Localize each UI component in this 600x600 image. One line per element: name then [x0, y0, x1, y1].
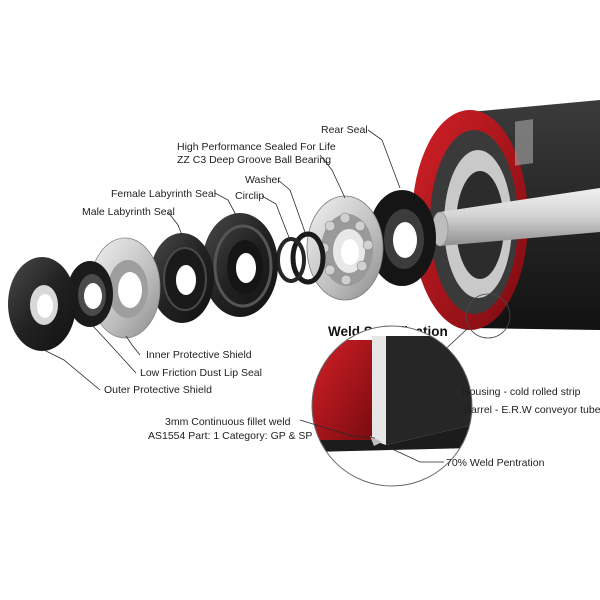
label-dust-lip-seal: Low Friction Dust Lip Seal — [140, 367, 262, 379]
leader-barrel — [429, 409, 462, 413]
label-bearing-line1: High Performance Sealed For Life — [177, 141, 336, 153]
leader-lines — [43, 129, 401, 391]
shaft — [431, 119, 600, 247]
rear-seal-part — [368, 190, 436, 286]
label-circlip: Circlip — [235, 190, 264, 202]
leader-fillet — [299, 419, 376, 439]
label-bearing-line2: ZZ C3 Deep Groove Ball Bearing — [177, 154, 331, 166]
label-weld-penetration: 70% Weld Pentration — [446, 457, 545, 469]
label-washer: Washer — [245, 174, 281, 186]
circlip-part — [276, 237, 306, 283]
label-rear-seal: Rear Seal — [321, 124, 368, 136]
label-fillet-line1: 3mm Continuous fillet weld — [165, 416, 291, 428]
label-barrel: Barrel - E.R.W conveyor tube — [464, 404, 600, 416]
outer-protective-shield-part — [8, 257, 76, 351]
female-labyrinth-seal-part — [202, 213, 278, 317]
weld-detail: Weld Specification Housing - cold rolled… — [148, 293, 600, 487]
label-fillet-line2: AS1554 Part: 1 Category: GP & SP — [148, 430, 312, 442]
male-labyrinth-seal-part — [150, 233, 214, 323]
ball-bearing-part — [306, 195, 384, 301]
washer-part — [290, 231, 326, 285]
label-female-labyrinth-seal: Female Labyrinth Seal — [111, 188, 216, 200]
label-housing: Housing - cold rolled strip — [462, 386, 581, 398]
detail-source-circle — [465, 293, 511, 339]
leader-housing — [392, 389, 461, 393]
label-inner-protective-shield: Inner Protective Shield — [146, 349, 252, 361]
label-outer-protective-shield: Outer Protective Shield — [104, 384, 212, 396]
label-male-labyrinth-seal: Male Labyrinth Seal — [82, 206, 175, 218]
weld-magnified-view — [312, 326, 472, 486]
leader-penetration — [389, 447, 444, 463]
dust-lip-seal-part — [67, 261, 113, 327]
